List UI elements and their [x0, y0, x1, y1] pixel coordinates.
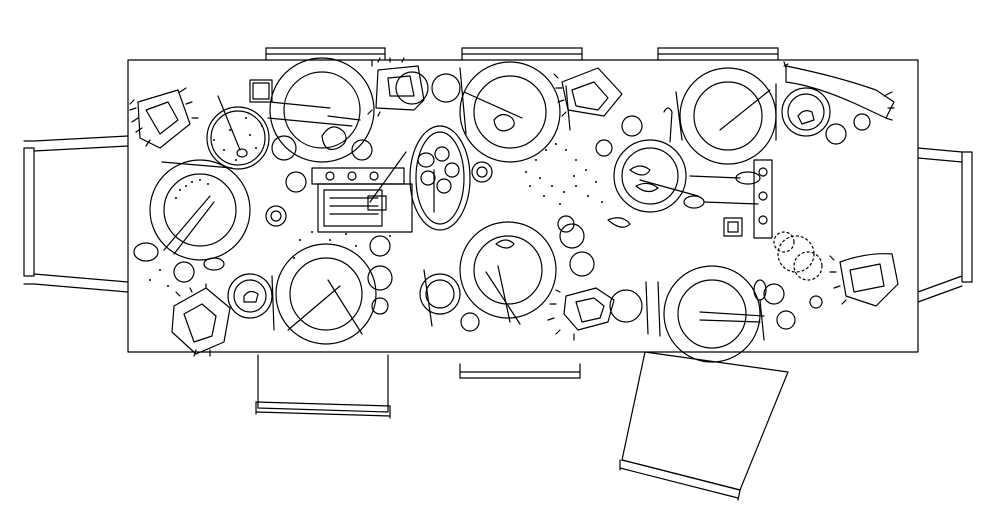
napkin-right: [830, 254, 898, 306]
place-setting-bottom-center: [420, 222, 594, 331]
crumb-scatter-left: [149, 231, 391, 287]
place-setting-bottom-left: [228, 236, 392, 344]
chair-top-center: [462, 48, 582, 62]
table-top: [128, 60, 918, 352]
serving-platter-oval: [410, 126, 492, 230]
place-setting-bottom-right: [610, 266, 822, 362]
napkin-top-center-right: [554, 68, 622, 130]
bowl-with-spoon: [207, 96, 269, 169]
chair-bottom-left: [256, 355, 390, 418]
stain-rings-right: [774, 232, 822, 280]
place-setting-top-right: [596, 68, 870, 164]
place-setting-left-end: [134, 160, 250, 282]
napkin-bottom-center: [548, 288, 614, 340]
place-setting-top-center: [432, 62, 560, 162]
crumb-scatter-center: [525, 143, 603, 205]
napkin-bottom-left: [172, 284, 230, 356]
napkin-top-center-left: [368, 58, 428, 116]
chair-left-end: [24, 136, 128, 292]
napkin-top-left: [130, 88, 198, 148]
chair-bottom-right: [620, 352, 788, 500]
chair-top-left: [266, 48, 385, 62]
condiment-dish-top-left: [250, 80, 272, 102]
place-setting-center-right: [558, 140, 772, 248]
napkin-top-right: [784, 62, 894, 120]
place-setting-top-left: [268, 58, 374, 162]
chair-right-end: [918, 148, 972, 302]
chair-bottom-center: [460, 364, 580, 378]
serving-tray: [266, 152, 412, 232]
